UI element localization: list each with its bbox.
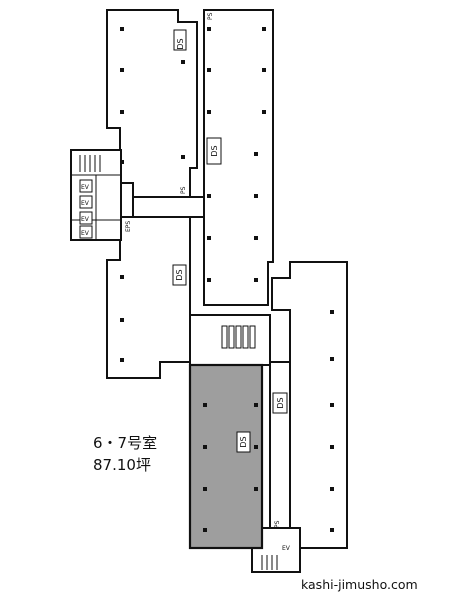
stair-bottom	[261, 555, 278, 570]
wing-center	[203, 9, 274, 306]
ps-label: PS	[180, 186, 187, 194]
ds-label: DS	[175, 269, 184, 280]
ev-label: EV	[81, 200, 90, 207]
ds-shaft-3: DS	[172, 264, 187, 286]
columns	[120, 27, 334, 532]
site-watermark: kashi-jimusho.com	[301, 577, 418, 592]
ev-label: EV	[81, 184, 90, 191]
ds-shaft-2: DS	[206, 137, 222, 165]
ev-label: EV	[81, 230, 90, 237]
unit-label: 6・7号室 87.10坪	[93, 432, 157, 476]
ds-shaft-5: DS	[236, 431, 251, 453]
ev-label: EV	[81, 216, 90, 223]
unit-room-number: 6・7号室	[93, 434, 158, 452]
wing-left-middle	[106, 216, 191, 379]
toilet-fixtures	[221, 325, 256, 349]
connector	[132, 196, 205, 218]
eps-label: EPS	[125, 221, 132, 232]
stair-left	[79, 155, 101, 172]
unit-area: 87.10坪	[93, 456, 151, 474]
ds-label: DS	[276, 397, 285, 408]
unit-6-7-highlight	[188, 363, 264, 550]
ps-label: PS	[207, 12, 214, 20]
ds-label: DS	[210, 145, 219, 156]
ds-shaft-4: DS	[272, 392, 288, 414]
ds-shaft-1: DS	[173, 29, 187, 51]
strip-right	[269, 361, 291, 549]
core-middle	[189, 314, 271, 366]
ps-label: PS	[274, 520, 281, 528]
ds-label: DS	[239, 436, 248, 447]
ds-label: DS	[176, 38, 185, 49]
ev-label: EV	[282, 545, 291, 552]
elevator-group	[79, 179, 93, 239]
